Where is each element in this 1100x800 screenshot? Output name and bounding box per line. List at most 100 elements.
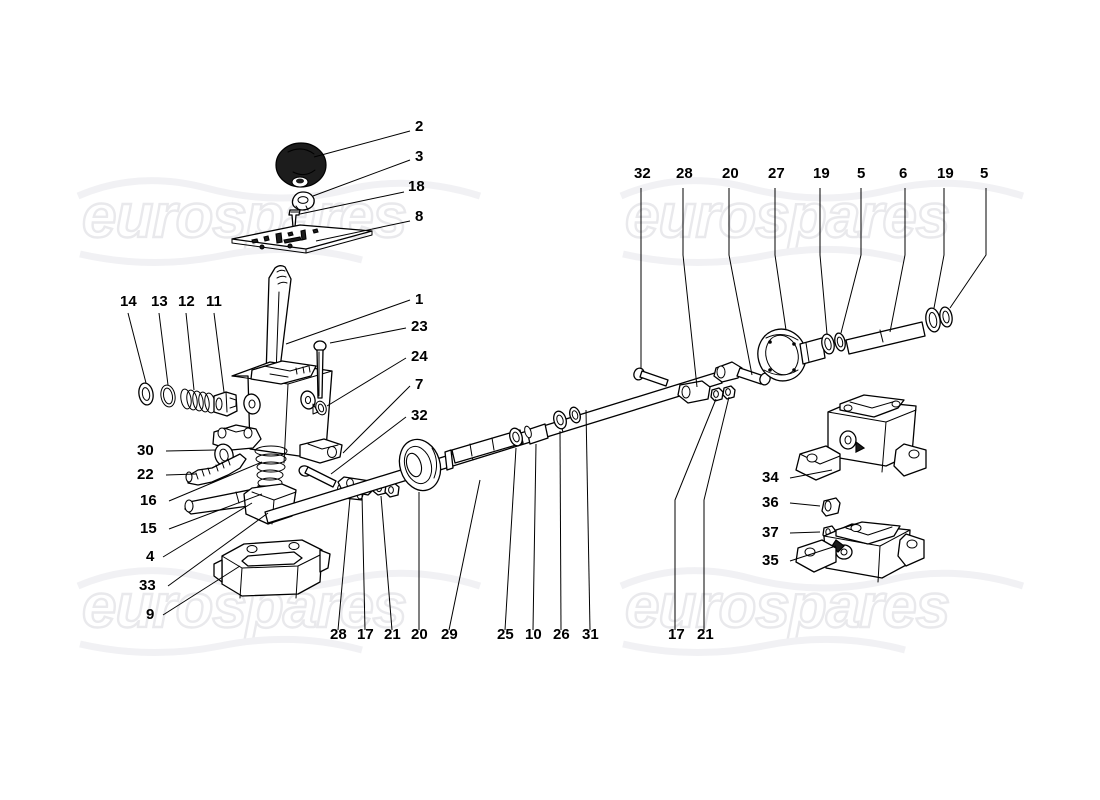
- leader-26: [559, 430, 562, 631]
- washer-13-part: [160, 384, 176, 408]
- callout-2: 2: [415, 118, 423, 135]
- ring-5-right-part: [939, 306, 953, 328]
- joint-lug-28-right-part: [677, 380, 711, 404]
- shift-gate-plate-part: [231, 224, 373, 254]
- coupling-20-centre-part: [398, 438, 442, 492]
- leader-37: [789, 531, 821, 534]
- leader-27: [774, 188, 787, 331]
- pin-22-part: [185, 453, 247, 486]
- gear-knob-part: [275, 142, 327, 188]
- callout-30: 30: [137, 442, 154, 459]
- leader-30: [165, 449, 217, 452]
- bolt-32-left-part: [298, 465, 337, 488]
- leader-6: [889, 188, 906, 333]
- callout-8: 8: [415, 208, 423, 225]
- callout-19-right: 19: [937, 165, 954, 182]
- watermark-top-right: eurospares: [619, 177, 1025, 266]
- bush-10-part: [524, 423, 549, 445]
- leader-23: [329, 327, 407, 344]
- callout-3: 3: [415, 148, 423, 165]
- callout-28-top: 28: [676, 165, 693, 182]
- bolt-32-top-part: [633, 367, 669, 387]
- callout-37: 37: [762, 524, 779, 541]
- leader-5-top: [840, 188, 862, 334]
- nut-21-right-part: [722, 385, 736, 400]
- callout-24: 24: [411, 348, 428, 365]
- upper-shaft-6-part: [845, 321, 926, 355]
- callout-29: 29: [441, 626, 458, 643]
- callout-6: 6: [899, 165, 907, 182]
- leader-24: [326, 357, 407, 407]
- callout-1: 1: [415, 291, 423, 308]
- leader-18: [299, 191, 405, 215]
- ring-19-top-part: [821, 333, 835, 355]
- leader-15: [168, 493, 263, 530]
- callout-26: 26: [553, 626, 570, 643]
- callout-31: 31: [582, 626, 599, 643]
- leader-22: [165, 473, 197, 476]
- callout-11: 11: [206, 293, 222, 310]
- leader-20-top: [728, 188, 753, 376]
- callout-28-bottom: 28: [330, 626, 347, 643]
- leader-4: [162, 502, 253, 558]
- callout-22: 22: [137, 466, 154, 483]
- callout-32-top: 32: [634, 165, 651, 182]
- callout-17-bottom: 17: [357, 626, 374, 643]
- sleeve-29-part: [444, 429, 524, 471]
- callout-36: 36: [762, 494, 779, 511]
- callout-labels: 2 3 18 8 1 23 24 7 32 14 13 12 11 30 22 …: [120, 118, 988, 643]
- leader-2: [313, 130, 411, 158]
- leader-34: [789, 469, 833, 479]
- callout-5-right: 5: [980, 165, 988, 182]
- leader-21-bottom: [380, 495, 393, 631]
- leader-36: [789, 502, 821, 507]
- leader-9: [162, 565, 241, 616]
- callout-4: 4: [146, 548, 155, 565]
- washer-14-part: [138, 382, 154, 406]
- leader-25: [504, 447, 517, 631]
- bolt-23-part: [313, 340, 327, 399]
- leader-5-right: [949, 188, 987, 309]
- leader-19-top: [819, 188, 828, 335]
- callout-12: 12: [178, 293, 195, 310]
- callout-13: 13: [151, 293, 168, 310]
- callout-18: 18: [408, 178, 425, 195]
- leader-28-bottom: [337, 497, 351, 631]
- leader-7: [342, 385, 411, 454]
- knob-collar-part: [291, 191, 315, 211]
- callout-21-bottom: 21: [384, 626, 401, 643]
- leader-8: [315, 220, 411, 242]
- callout-14: 14: [120, 293, 137, 310]
- callout-25: 25: [497, 626, 514, 643]
- leader-12: [185, 312, 195, 391]
- callout-20-top: 20: [722, 165, 739, 182]
- ring-26-part: [553, 410, 567, 430]
- support-bracket-34-part: [795, 394, 927, 481]
- callout-7: 7: [415, 376, 423, 393]
- callout-20-bottom: 20: [411, 626, 428, 643]
- leader-10: [532, 443, 537, 631]
- leader-28-top: [682, 188, 698, 388]
- callout-35: 35: [762, 552, 779, 569]
- washer-24-part: [315, 400, 327, 416]
- leader-17-bottom: [361, 493, 366, 631]
- watermark-text: eurospares: [625, 572, 949, 641]
- leader-19-right: [933, 188, 945, 309]
- callout-21-right: 21: [697, 626, 714, 643]
- callout-23: 23: [411, 318, 428, 335]
- leader-33: [167, 512, 269, 587]
- callout-16: 16: [140, 492, 157, 509]
- link-yoke-20-top-part: [713, 361, 771, 386]
- callout-17-right: 17: [668, 626, 685, 643]
- callout-34: 34: [762, 469, 779, 486]
- leader-13: [158, 312, 169, 386]
- leader-21-right: [703, 396, 730, 630]
- leader-lines: [127, 130, 987, 631]
- callout-10: 10: [525, 626, 542, 643]
- leader-11: [213, 312, 225, 393]
- plunger-cap-11-part: [213, 391, 238, 417]
- ring-19-right-part: [925, 307, 941, 333]
- ring-31-part: [569, 406, 581, 424]
- callout-27: 27: [768, 165, 785, 182]
